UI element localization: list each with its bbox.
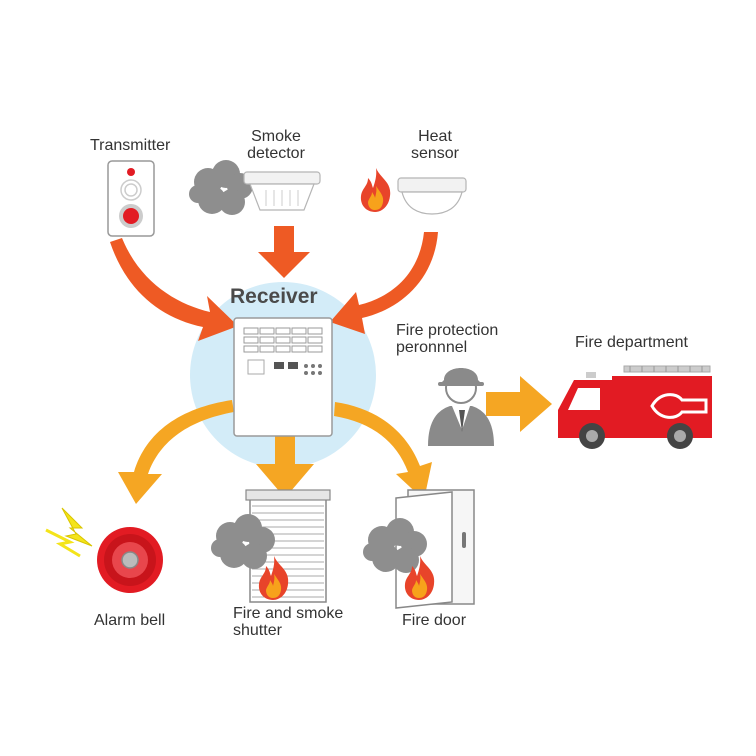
receiver-label: Receiver: [230, 285, 318, 308]
panel-indicator: [307, 345, 323, 353]
panel-indicator: [307, 327, 323, 335]
panel-indicator: [243, 345, 259, 353]
panel-indicator: [259, 345, 275, 353]
panel-indicator: [259, 336, 275, 344]
panel-indicator: [291, 336, 307, 344]
alarm-bell-icon: [97, 527, 163, 593]
arrow-receiver-to-shutter: [256, 406, 314, 498]
arrow-receiver-to-alarm-bell: [118, 400, 234, 504]
panel-indicator: [275, 327, 291, 335]
receiver-panel-icon: [233, 317, 333, 437]
panel-indicator: [275, 336, 291, 344]
panel-indicator: [291, 345, 307, 353]
arrow-receiver-to-fire-door: [334, 402, 432, 500]
alarm-bell-label: Alarm bell: [94, 612, 166, 629]
spark-icon: [45, 507, 93, 558]
heat-sensor-icon: [397, 177, 467, 215]
transmitter-icon: [107, 160, 155, 237]
panel-indicator: [259, 327, 275, 335]
fire-truck-icon: [558, 365, 712, 449]
panel-indicator: [243, 336, 259, 344]
panel-indicator: [243, 327, 259, 335]
fire-department-label: Fire department: [575, 334, 688, 351]
smoke-icon: [189, 160, 253, 215]
arrow-heat-to-receiver: [330, 232, 438, 334]
smoke-detector-icon: [243, 171, 321, 211]
arrow-smoke-to-receiver: [258, 226, 310, 278]
heat-sensor-label: Heat sensor: [410, 128, 460, 162]
smoke-detector-label: Smoke detector: [247, 128, 305, 162]
transmitter-label: Transmitter: [90, 137, 171, 154]
arrow-personnel-to-fire-department: [486, 376, 552, 432]
panel-indicator: [275, 345, 291, 353]
panel-indicator: [291, 327, 307, 335]
fire-protection-personnel-label: Fire protection peronnnel: [396, 322, 499, 356]
flame-icon: [360, 168, 391, 212]
firefighter-icon: [428, 368, 494, 446]
panel-indicator: [307, 336, 323, 344]
arrow-transmitter-to-receiver: [110, 238, 238, 341]
fire-door-label: Fire door: [402, 612, 467, 629]
fire-smoke-shutter-label: Fire and smoke shutter: [233, 605, 344, 639]
